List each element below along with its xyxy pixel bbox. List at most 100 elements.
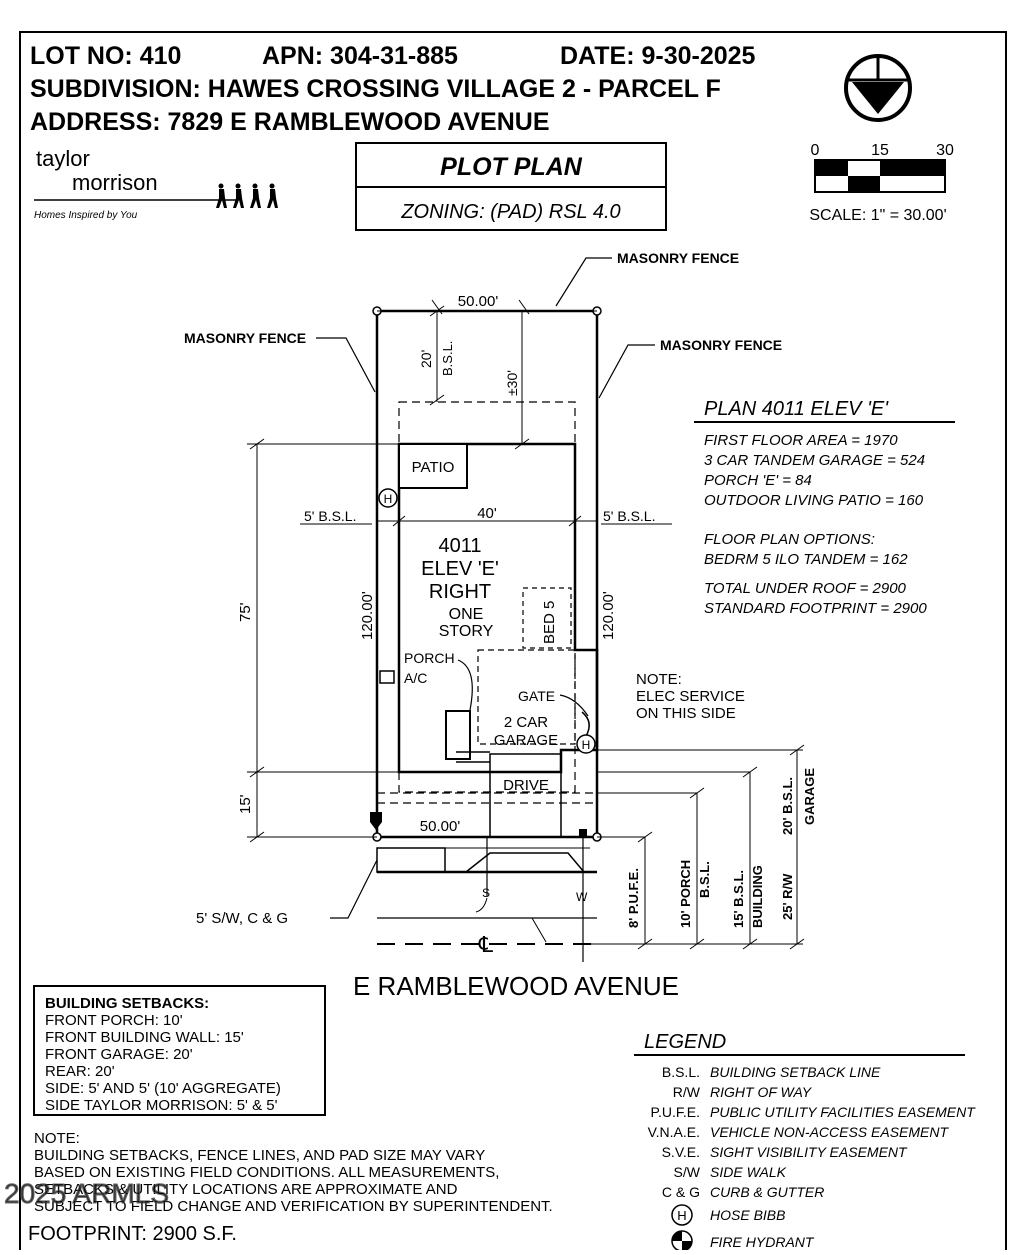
legend-abbr-pufe: P.U.F.E.: [650, 1104, 700, 1120]
legend: LEGEND B.S.L. BUILDING SETBACK LINE R/W …: [634, 1031, 976, 1252]
scale-tick-15: 15: [871, 142, 889, 159]
sidewalk-curb-label: 5' S/W, C & G: [196, 910, 288, 927]
house-width: 40': [477, 505, 497, 522]
site-plan: 50.00' MASONRY FENCE MASONRY FENCE MASON…: [184, 250, 817, 1001]
rear-bsl-abbrev: B.S.L.: [440, 341, 455, 376]
house-one: ONE: [449, 606, 484, 623]
date: DATE: 9-30-2025: [560, 42, 756, 70]
legend-desc-pufe: PUBLIC UTILITY FACILITIES EASEMENT: [710, 1104, 976, 1120]
apn: APN: 304-31-885: [262, 42, 458, 70]
note-title: NOTE:: [34, 1130, 80, 1147]
bottom-width: 50.00': [420, 818, 461, 835]
legend-desc-vnae: VEHICLE NON-ACCESS EASEMENT: [710, 1124, 949, 1140]
setback-front-porch: FRONT PORCH: 10': [45, 1012, 183, 1029]
patio-area: OUTDOOR LIVING PATIO = 160: [704, 492, 924, 509]
lot-number: LOT NO: 410: [30, 42, 181, 70]
sheet-border: [19, 31, 1007, 1255]
building-setbacks-box: BUILDING SETBACKS: FRONT PORCH: 10' FRON…: [33, 985, 326, 1116]
patio-label: PATIO: [412, 459, 455, 476]
building-bsl-line1: 15' B.S.L.: [731, 870, 746, 928]
legend-fire-hydrant-label: FIRE HYDRANT: [710, 1234, 815, 1250]
right-of-way-dim: 25' R/W: [780, 873, 795, 920]
depth-30-dim: ±30': [504, 370, 520, 396]
dim-15: 15': [237, 794, 254, 814]
legend-abbr-rw: R/W: [673, 1084, 701, 1100]
setback-side: SIDE: 5' AND 5' (10' AGGREGATE): [45, 1080, 281, 1097]
house-story: STORY: [439, 623, 494, 640]
street-name: E RAMBLEWOOD AVENUE: [353, 971, 679, 1001]
legend-title: LEGEND: [644, 1031, 726, 1053]
title-block: PLOT PLAN ZONING: (PAD) RSL 4.0: [355, 142, 667, 231]
taylor-morrison-logo: taylor morrison Homes Inspired by You: [34, 146, 278, 221]
garage-bsl-line2: GARAGE: [802, 768, 817, 825]
setback-front-garage: FRONT GARAGE: 20': [45, 1046, 193, 1063]
setback-side-tm: SIDE TAYLOR MORRISON: 5' & 5': [45, 1097, 278, 1114]
house-elevation: ELEV 'E': [421, 558, 499, 580]
house-footprint: [397, 442, 599, 774]
pufe-dim: 8' P.U.F.E.: [626, 868, 641, 928]
left-side-bsl: 5' B.S.L.: [304, 508, 356, 524]
patio: [398, 443, 468, 489]
masonry-fence-rear-label: MASONRY FENCE: [617, 250, 739, 266]
option-bed5: BEDRM 5 ILO TANDEM = 162: [704, 551, 908, 568]
legend-hose-bibb-icon: H: [671, 1204, 693, 1226]
scale-bar: 0 15 30 SCALE: 1" = 30.00': [809, 142, 954, 224]
driveway: [489, 753, 562, 838]
drive-label: DRIVE: [503, 777, 549, 794]
general-note: NOTE: BUILDING SETBACKS, FENCE LINES, AN…: [34, 1130, 553, 1215]
house-handing: RIGHT: [429, 581, 491, 603]
porch-bsl-line2: B.S.L.: [697, 861, 712, 898]
house-plan-number: 4011: [438, 535, 481, 557]
note-line2: BASED ON EXISTING FIELD CONDITIONS. ALL …: [34, 1164, 499, 1181]
legend-abbr-bsl: B.S.L.: [662, 1064, 700, 1080]
scale-text: SCALE: 1" = 30.00': [809, 207, 946, 224]
svg-text:H: H: [384, 492, 393, 506]
scale-tick-0: 0: [811, 142, 820, 159]
lot-depth-right: 120.00': [600, 591, 617, 640]
hose-bibb-rear-icon: H: [378, 488, 398, 508]
centerline-symbol: ℄: [478, 932, 494, 957]
first-floor-area: FIRST FLOOR AREA = 1970: [704, 432, 898, 449]
legend-fire-hydrant-icon: [671, 1230, 693, 1252]
porch-label: PORCH: [404, 650, 455, 666]
porch-column: [445, 710, 471, 760]
garage-line1: 2 CAR: [504, 714, 548, 731]
setbacks-title: BUILDING SETBACKS:: [45, 995, 209, 1012]
legend-abbr-cg: C & G: [662, 1184, 700, 1200]
hydrant-marker-icon: [370, 812, 382, 830]
setback-rear: REAR: 20': [45, 1063, 115, 1080]
lot-depth-left: 120.00': [359, 591, 376, 640]
bed5-label: BED 5: [541, 601, 558, 644]
plan-info: PLAN 4011 ELEV 'E' FIRST FLOOR AREA = 19…: [694, 398, 955, 617]
logo-line2: morrison: [72, 170, 158, 195]
masonry-fence-right-label: MASONRY FENCE: [660, 337, 782, 353]
legend-desc-rw: RIGHT OF WAY: [710, 1084, 813, 1100]
watermark: 2025 ARMLS: [4, 1178, 169, 1209]
svg-text:H: H: [582, 738, 591, 752]
note-line1: BUILDING SETBACKS, FENCE LINES, AND PAD …: [34, 1147, 485, 1164]
legend-abbr-sve: S.V.E.: [662, 1144, 700, 1160]
footprint: FOOTPRINT: 2900 S.F.: [28, 1223, 237, 1245]
elec-note-title: NOTE:: [636, 671, 682, 688]
svg-text:H: H: [677, 1208, 686, 1223]
setback-front-wall: FRONT BUILDING WALL: 15': [45, 1029, 244, 1046]
options-title: FLOOR PLAN OPTIONS:: [704, 531, 875, 548]
header: LOT NO: 410 APN: 304-31-885 DATE: 9-30-2…: [30, 42, 756, 136]
scale-tick-30: 30: [936, 142, 954, 159]
zoning: ZONING: (PAD) RSL 4.0: [400, 201, 620, 223]
gate-label: GATE: [518, 688, 555, 704]
sidewalk-curb: [376, 847, 446, 873]
porch-bsl-line1: 10' PORCH: [678, 860, 693, 928]
rear-bsl-dim: 20': [418, 350, 434, 368]
logo-line1: taylor: [36, 146, 90, 171]
porch-area: PORCH 'E' = 84: [704, 472, 812, 489]
note-line3: SETBACKS & UTILITY LOCATIONS ARE APPROXI…: [34, 1181, 458, 1198]
legend-desc-sve: SIGHT VISIBILITY EASEMENT: [710, 1144, 908, 1160]
elec-note-line2: ON THIS SIDE: [636, 705, 736, 722]
garage-line2: GARAGE: [494, 732, 558, 749]
logo-tagline: Homes Inspired by You: [34, 210, 138, 221]
elec-note-line1: ELEC SERVICE: [636, 688, 745, 705]
tandem-garage-area: 3 CAR TANDEM GARAGE = 524: [704, 452, 925, 469]
